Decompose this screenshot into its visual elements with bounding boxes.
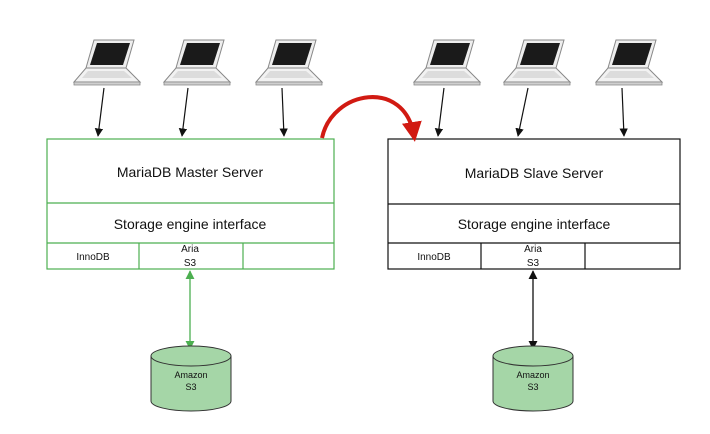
client-laptop-icon [73,39,141,86]
client-laptop-icon [255,39,323,86]
slave-s3-database-cylinder-icon [492,345,574,412]
master-s3-label-line1: Amazon [174,370,207,380]
master-server-title: MariaDB Master Server [117,164,264,180]
slave-server-title: MariaDB Slave Server [465,165,604,181]
master-s3-label-line2: S3 [185,382,196,392]
master-engine-innodb: InnoDB [76,252,110,263]
client-arrow [434,87,445,137]
client-arrow [515,87,529,137]
master-engine-aria: Aria [181,244,199,255]
client-arrow [279,87,288,137]
slave-server [387,138,681,270]
slave-storage-interface: Storage engine interface [458,216,611,232]
slave-s3-label-line2: S3 [527,382,538,392]
client-laptop-icon [413,39,481,86]
slave-engine-innodb: InnoDB [417,252,451,263]
slave-s3-label-line1: Amazon [516,370,549,380]
master-engine-s3: S3 [184,258,197,269]
client-laptop-icon [503,39,571,86]
slave-engine-aria: Aria [524,244,542,255]
client-arrow [94,87,105,137]
client-laptop-icon [595,39,663,86]
replication-arrow [320,95,422,142]
master-s3-database-cylinder-icon [150,345,232,412]
client-arrow [619,87,628,137]
master-server [46,138,335,270]
client-arrow [178,87,189,137]
client-laptop-icon [163,39,231,86]
slave-engine-s3: S3 [527,258,540,269]
master-storage-interface: Storage engine interface [114,216,267,232]
